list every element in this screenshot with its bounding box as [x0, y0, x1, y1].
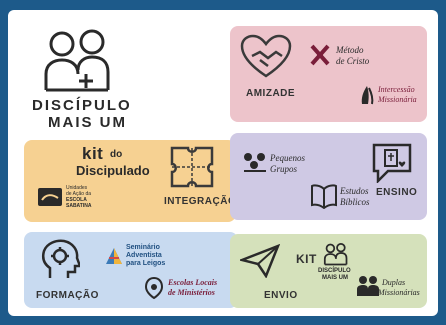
escola-line4: SABATINA — [66, 203, 92, 209]
envio-label: ENVIO — [264, 290, 298, 301]
kit-do-word: do — [110, 149, 123, 160]
metodo-line1: Método — [336, 45, 364, 55]
estudos-line1: Estudos — [340, 186, 369, 196]
envio-tile: ENVIO KIT DISCÍPULO MAIS UM Duplas Missi… — [230, 234, 427, 308]
amizade-tile: AMIZADE Método de Cristo Intercessão Mis… — [230, 26, 427, 122]
pequenos-line1: Pequenos — [270, 153, 305, 163]
puzzle-icon — [170, 146, 214, 188]
praying-hands-icon — [361, 86, 374, 105]
seminario-line1: Seminário — [126, 244, 160, 251]
duplas-line1: Duplas — [382, 278, 406, 287]
metodo-line2: de Cristo — [336, 56, 370, 66]
escolas-line1: Escolas Locais — [168, 278, 218, 287]
handshake-heart-icon — [240, 34, 292, 78]
kit-word: kit — [82, 144, 104, 163]
envio-kit-word: KIT — [296, 252, 317, 266]
escola-line1: Unidades — [66, 185, 88, 191]
open-bible-icon — [311, 184, 337, 209]
escola-line3: ESCOLA — [66, 197, 87, 203]
paper-plane-icon — [240, 244, 280, 278]
ensino-label: ENSINO — [376, 187, 418, 198]
ensino-tile: Pequenos Grupos Estudos Bíblicos ENSINO — [230, 133, 427, 220]
seminario-logo-icon — [106, 248, 122, 264]
intercessao-line2: Missionária — [378, 95, 417, 104]
seminario-line2: Adventista — [126, 252, 162, 259]
duplas-line2: Missionárias — [378, 288, 420, 297]
escolas-locais-icon — [144, 276, 164, 300]
head-gear-icon — [42, 239, 80, 278]
bible-speech-bubble-icon — [372, 143, 412, 183]
integracao-label: INTEGRAÇÃO — [164, 196, 237, 207]
kit-discipulado: Discipulado — [76, 163, 150, 178]
formacao-tile: FORMAÇÃO Seminário Adventista para Leigo… — [24, 232, 238, 308]
intercessao-line1: Intercessão — [378, 85, 415, 94]
escola-line2: de Ação da — [66, 191, 92, 197]
metodo-de-cristo-icon — [310, 44, 330, 66]
disciple-duo-icon — [44, 29, 110, 92]
pequenos-grupos-icon — [244, 153, 266, 172]
disciple-duo-small-icon — [323, 242, 348, 266]
seminario-line3: para Leigos — [126, 260, 166, 267]
envio-badge-line2: MAIS UM — [322, 275, 348, 281]
pequenos-line2: Grupos — [270, 164, 298, 174]
amizade-label: AMIZADE — [246, 88, 296, 99]
estudos-line2: Bíblicos — [340, 197, 370, 207]
envio-badge-line1: DISCÍPULO — [318, 268, 351, 274]
escola-sabatina-logo-icon — [38, 188, 62, 206]
integracao-tile: kit do Discipulado Unidades de Ação da E… — [24, 140, 236, 222]
formacao-label: FORMAÇÃO — [36, 290, 99, 301]
escolas-line2: de Ministérios — [168, 288, 215, 297]
duplas-missionarias-icon — [357, 276, 379, 296]
header-title-line2: MAIS UM — [48, 114, 127, 131]
header-title-line1: DISCÍPULO — [32, 97, 132, 114]
poster-card: DISCÍPULO MAIS UM AMIZADE Método de Cris… — [8, 10, 438, 316]
